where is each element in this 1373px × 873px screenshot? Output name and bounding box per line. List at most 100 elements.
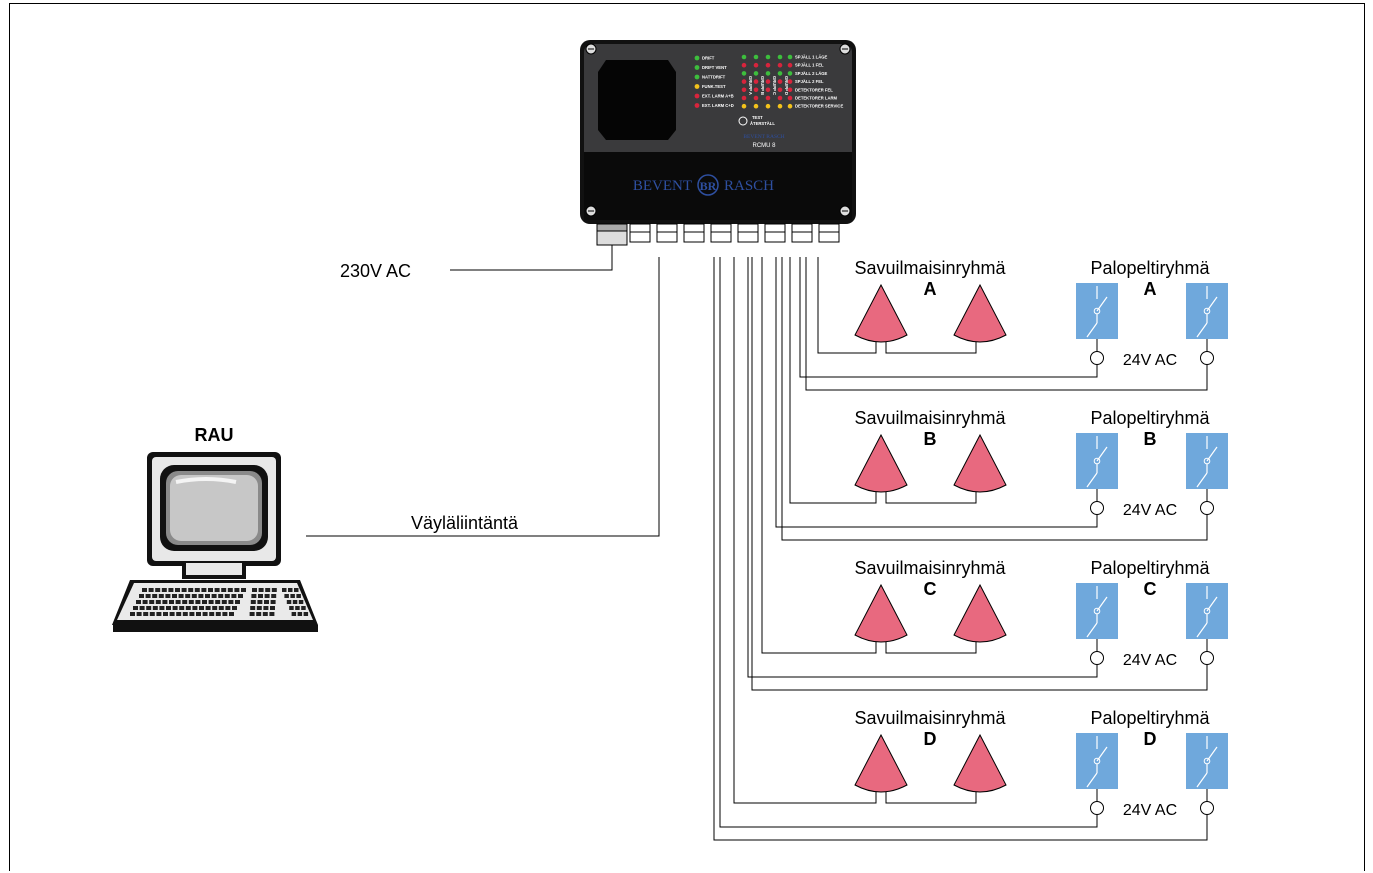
group-led <box>765 87 771 93</box>
group-label: GRUPP D <box>784 76 789 95</box>
test-reset-button[interactable] <box>738 116 748 126</box>
smoke-detector-icon <box>854 583 908 643</box>
damper-voltage-label: 24V AC <box>1123 652 1177 669</box>
power-wire <box>450 245 613 271</box>
group-led-label: DETEKTORER FEL <box>795 87 833 92</box>
terminal-icon <box>1090 501 1104 515</box>
group-led <box>787 87 793 93</box>
group-led <box>753 87 759 93</box>
detector-wire <box>733 257 877 804</box>
damper-group-label: Palopeltiryhmä <box>1090 258 1210 278</box>
terminal-icon <box>1200 351 1214 365</box>
damper-group-letter: B <box>1144 429 1157 449</box>
model-label: RCMU 8 <box>752 143 776 149</box>
detector-wire <box>817 257 877 354</box>
status-led <box>694 93 700 99</box>
cable-gland <box>629 223 651 243</box>
group-led <box>753 71 759 76</box>
group-led-label: SPJÄLL 1 FEL <box>795 63 824 68</box>
detector-group-letter: C <box>924 579 937 599</box>
detector-group-label: Savuilmaisinryhmä <box>854 708 1006 728</box>
detector-wire <box>789 257 877 504</box>
computer-label: RAU <box>195 425 234 445</box>
terminal-icon <box>1200 651 1214 665</box>
cable-gland <box>710 223 732 243</box>
display-window <box>598 60 676 140</box>
group-led <box>753 54 759 60</box>
group-led <box>765 62 771 68</box>
terminal-icon <box>1200 801 1214 815</box>
group-led-label: SPJÄLL 2 FEL <box>795 79 824 84</box>
screw-icon <box>585 43 597 55</box>
damper-wire <box>775 257 1098 528</box>
group-led <box>741 87 747 93</box>
brand-small-logo: BEVENT RASCH <box>743 134 784 140</box>
group-led <box>741 95 747 101</box>
cable-gland <box>656 223 678 243</box>
group-led <box>741 79 747 84</box>
detector-group-letter: A <box>924 279 937 299</box>
group-label: GRUPP B <box>760 76 765 95</box>
group-led <box>787 62 793 68</box>
power-label: 230V AC <box>340 261 411 281</box>
detector-link-wire <box>885 639 977 654</box>
group-led <box>753 95 759 101</box>
smoke-detector-icon <box>854 283 908 343</box>
group-led <box>787 71 793 76</box>
group-led <box>777 62 783 68</box>
status-led <box>694 103 700 108</box>
detector-group-letter: B <box>924 429 937 449</box>
damper-voltage-label: 24V AC <box>1123 502 1177 519</box>
damper-voltage-label: 24V AC <box>1123 802 1177 819</box>
damper-group-label: Palopeltiryhmä <box>1090 408 1210 428</box>
group-led-label: DETEKTORER LARM <box>795 96 838 101</box>
detector-link-wire <box>885 789 977 804</box>
reset-label: ÅTERSTÄLL <box>750 121 775 126</box>
terminal-icon <box>1090 351 1104 365</box>
status-led-label: NATTDRIFT <box>702 75 726 80</box>
cable-gland <box>764 223 786 243</box>
svg-text:BEVENT: BEVENT <box>633 178 692 194</box>
smoke-detector-icon <box>953 583 1007 643</box>
group-led <box>765 54 771 60</box>
group-led-labels: SPJÄLL 1 LÄGE SPJÄLL 1 FEL SPJÄLL 2 LÄGE SP… <box>787 55 843 109</box>
group-led <box>777 95 783 101</box>
screw-icon <box>839 205 851 217</box>
cable-gland <box>791 223 813 243</box>
damper-wire <box>799 257 1098 378</box>
group-led <box>777 54 783 60</box>
detector-wire <box>761 257 877 654</box>
svg-text:RASCH: RASCH <box>724 178 774 194</box>
damper-wire <box>751 257 1208 691</box>
group-led <box>777 103 783 109</box>
group-led <box>777 71 783 76</box>
group-led <box>777 79 783 84</box>
detector-group-label: Savuilmaisinryhmä <box>854 408 1006 428</box>
screw-icon <box>585 205 597 217</box>
damper-wire <box>747 257 1098 678</box>
group-led <box>741 62 747 68</box>
brand-logo: BEVENT BR RASCH <box>633 174 774 196</box>
group-led <box>753 79 759 84</box>
group-led <box>787 95 793 101</box>
smoke-detector-icon <box>953 283 1007 343</box>
damper-group-label: Palopeltiryhmä <box>1090 708 1210 728</box>
detector-link-wire <box>885 339 977 354</box>
test-label: TEST <box>752 115 763 120</box>
svg-text:BR: BR <box>700 179 717 193</box>
status-led <box>694 65 700 70</box>
damper-group-letter: D <box>1144 729 1157 749</box>
status-led-label: FUNK.TEST <box>702 84 726 89</box>
damper-wire <box>713 257 1208 841</box>
group-led <box>787 79 793 84</box>
status-led-label: EXT. LARM C+D <box>702 103 734 108</box>
group-led-label: SPJÄLL 1 LÄGE <box>795 55 827 60</box>
group-led-label: SPJÄLL 2 LÄGE <box>795 71 827 76</box>
detector-group-letter: D <box>924 729 937 749</box>
detector-group-label: Savuilmaisinryhmä <box>854 558 1006 578</box>
smoke-detector-icon <box>953 733 1007 793</box>
smoke-detector-icon <box>854 433 908 493</box>
